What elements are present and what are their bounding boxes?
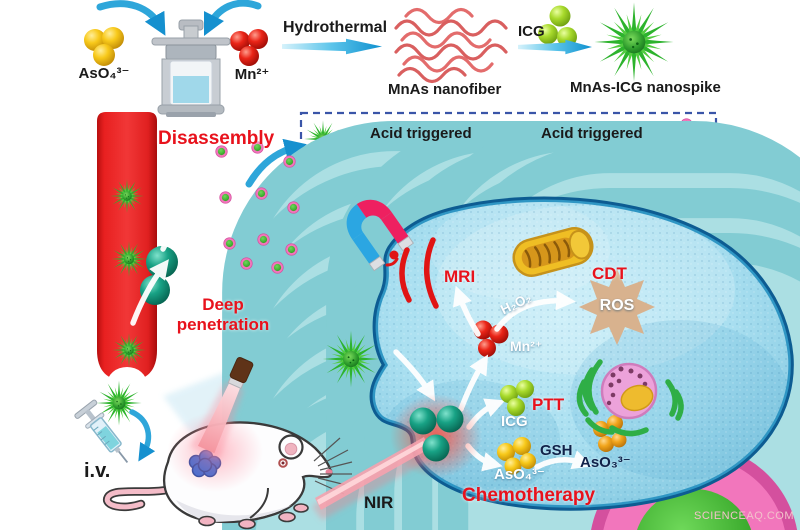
chemotherapy-label: Chemotherapy xyxy=(462,485,596,506)
ptt-label: PTT xyxy=(532,395,565,414)
iv-label: i.v. xyxy=(84,460,111,482)
arsenite-label: AsO₃³⁻ xyxy=(580,454,631,471)
arrow-h2o2-to-ros xyxy=(494,290,576,332)
mouse-icon xyxy=(103,357,353,530)
icg-cell-label: ICG xyxy=(501,413,528,430)
icg-cluster-cell xyxy=(500,380,534,416)
arrow-to-mri xyxy=(453,285,481,337)
arsenate-cluster xyxy=(497,437,536,475)
hydrothermal-arrow-icon xyxy=(282,38,382,55)
hydrothermal-reactor-icon xyxy=(151,19,231,117)
hydrothermal-label: Hydrothermal xyxy=(283,19,388,36)
mri-label: MRI xyxy=(444,267,476,286)
curved-arrow-left-icon xyxy=(96,0,166,36)
arrow-gsh xyxy=(534,450,593,470)
iv-arrow-icon xyxy=(129,409,156,462)
nanofiber-label: MnAs nanofiber xyxy=(388,81,502,98)
intracellular-nanoparticles xyxy=(409,405,464,462)
mouse-haunch xyxy=(249,487,269,519)
nir-label: NIR xyxy=(364,493,394,512)
nanospike-product-label: MnAs-ICG nanospike xyxy=(570,79,721,96)
vessel-opening xyxy=(107,367,147,401)
endoplasmic-reticulum-icon xyxy=(576,359,684,437)
gsh-label: GSH xyxy=(540,442,573,459)
tumor-cell xyxy=(312,196,794,520)
nir-beam-icon xyxy=(312,437,436,520)
icg-arrow-icon xyxy=(518,39,592,55)
magnet-icon xyxy=(346,199,414,272)
cdt-label: CDT xyxy=(592,264,627,283)
curved-arrow-right-icon xyxy=(203,0,262,37)
mn-ion-label: Mn²⁺ xyxy=(510,338,543,354)
iv-injection xyxy=(74,380,156,463)
ros-starburst-icon xyxy=(579,269,655,345)
watermark: SCIENCEAQ.COM xyxy=(694,510,795,522)
syringe-icon xyxy=(74,399,129,463)
ros-label: ROS xyxy=(599,297,635,314)
synthesis-row xyxy=(84,0,674,117)
disassembly-arrow-icon xyxy=(245,138,307,188)
penetration-arrow-2-icon xyxy=(160,205,207,252)
blood-vessel-icon xyxy=(97,112,157,381)
laser-pen-icon xyxy=(189,357,254,460)
mri-waves-icon xyxy=(399,237,439,309)
arsenate-label: AsO₄³⁻ xyxy=(494,466,545,483)
penetration-arrow-1-icon xyxy=(130,259,169,326)
mn-ion-cluster xyxy=(230,29,268,66)
deep-penetration-label: Deep penetration xyxy=(176,295,270,334)
mnas-icg-nanospike-icon xyxy=(595,3,674,82)
mn-reactant-label: Mn²⁺ xyxy=(234,66,270,83)
tumor-tissue xyxy=(97,112,800,530)
mnas-nanofiber-icon xyxy=(394,7,508,84)
icg-additive-label: ICG xyxy=(518,23,545,40)
nucleus-icon xyxy=(600,362,658,420)
aso4-reactant-label: AsO₄³⁻ xyxy=(78,65,130,82)
acid-triggered-2-label: Acid triggered xyxy=(541,125,643,142)
nucleolus xyxy=(620,384,654,412)
aso4-ion-cluster xyxy=(84,27,124,66)
arrow-cell-entry xyxy=(393,349,436,402)
magnet-dot xyxy=(389,250,399,260)
acid-triggered-1-label: Acid triggered xyxy=(370,125,472,142)
mitochondria-icon xyxy=(512,227,594,277)
disassembly-label: Disassembly xyxy=(158,128,275,149)
